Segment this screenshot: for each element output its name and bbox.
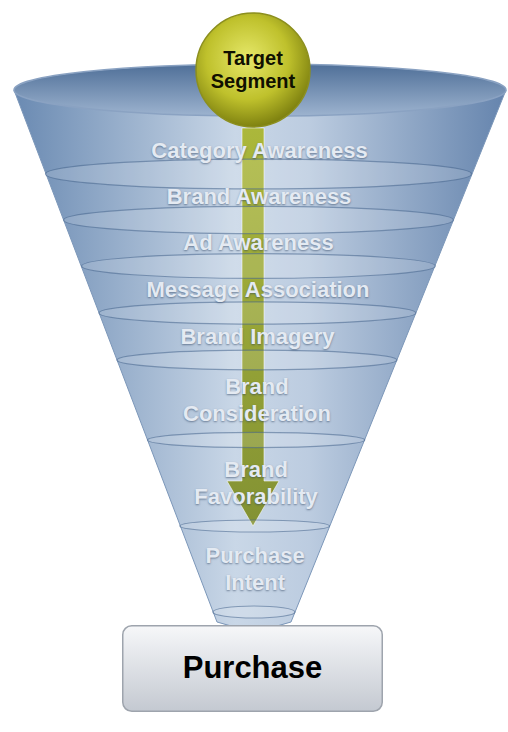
stage-label: Brand Awareness bbox=[167, 183, 352, 211]
band-outline bbox=[117, 360, 397, 440]
text-group: Target Segment bbox=[207, 47, 299, 93]
text-group: Category Awareness bbox=[151, 137, 367, 165]
text-group: Brand Awareness bbox=[167, 183, 352, 211]
target-circle: Target Segment bbox=[195, 12, 311, 128]
text-group: Message Association bbox=[147, 276, 370, 304]
funnel-stage: Brand Consideration bbox=[117, 360, 397, 440]
funnel-stage: Brand Favorability bbox=[147, 440, 364, 526]
purchase-label: Purchase bbox=[183, 649, 323, 688]
band-outline bbox=[180, 526, 330, 612]
stage-label: Message Association bbox=[147, 276, 370, 304]
text-group: Brand Imagery bbox=[180, 323, 334, 351]
funnel-stage: Category Awareness bbox=[28, 128, 490, 174]
funnel-stage: Purchase Intent bbox=[180, 526, 330, 612]
stage-label: Brand Favorability bbox=[174, 456, 339, 511]
funnel-stage: Brand Imagery bbox=[99, 313, 416, 360]
funnel-stage: Message Association bbox=[81, 266, 435, 313]
stage-label: Brand Imagery bbox=[180, 323, 334, 351]
stage-label: Ad Awareness bbox=[183, 229, 333, 257]
text-group: Brand Consideration bbox=[169, 373, 344, 428]
purchase-box: Purchase bbox=[122, 625, 383, 712]
stage-label: Category Awareness bbox=[151, 137, 367, 165]
segment-label: Target Segment bbox=[207, 47, 299, 93]
funnel-stage: Brand Awareness bbox=[46, 174, 472, 220]
funnel-stage: Ad Awareness bbox=[64, 220, 454, 266]
text-group: Purchase Intent bbox=[199, 542, 311, 597]
text-group: Brand Favorability bbox=[174, 456, 339, 511]
stage-label: Brand Consideration bbox=[169, 373, 344, 428]
text-group: Purchase bbox=[183, 649, 323, 688]
stage-label: Purchase Intent bbox=[199, 542, 311, 597]
band-outline bbox=[147, 440, 364, 526]
text-group: Ad Awareness bbox=[183, 229, 333, 257]
